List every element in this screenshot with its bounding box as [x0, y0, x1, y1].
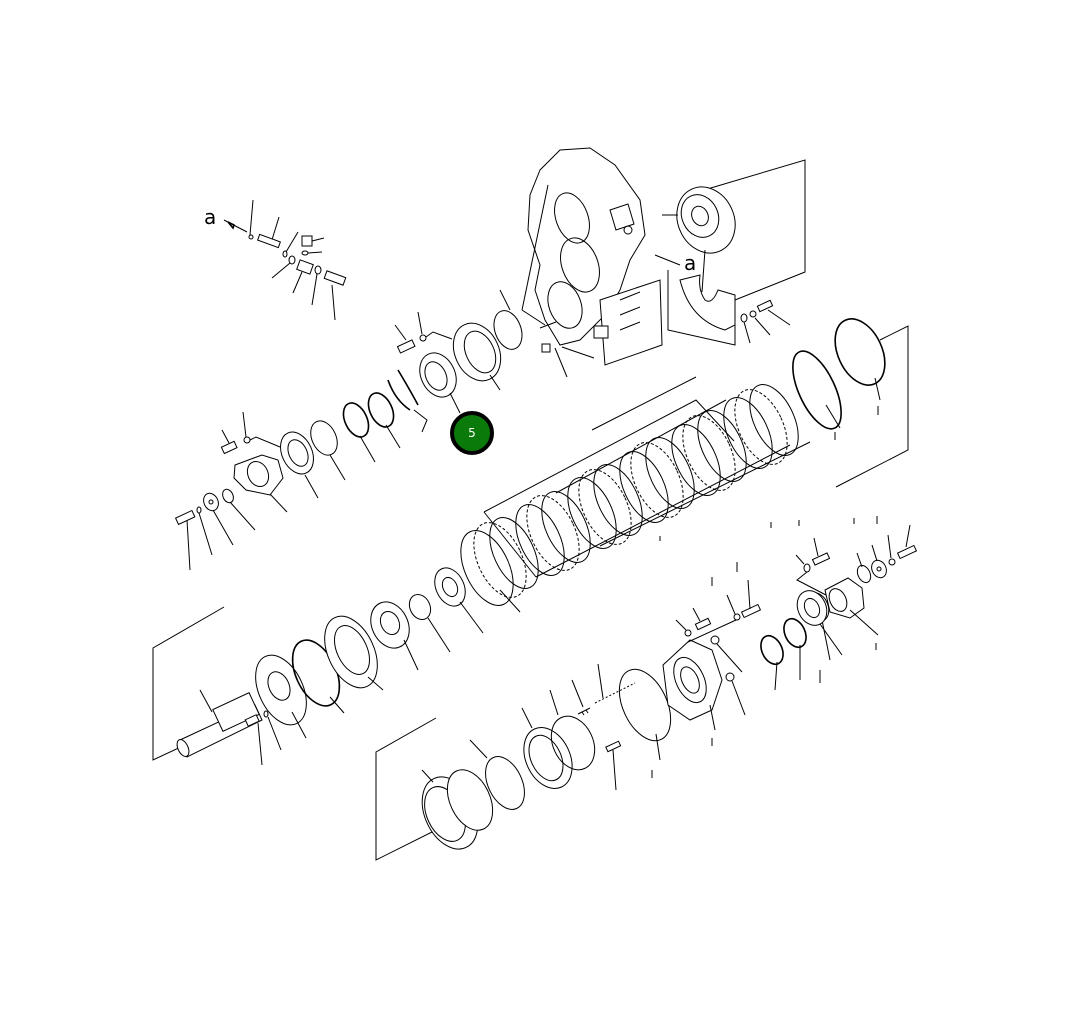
- transmission-case: [521, 147, 663, 378]
- clutch-plates: [460, 384, 799, 606]
- case-o-ring: [493, 289, 523, 350]
- piston-drum-group: [375, 663, 672, 861]
- index-tick-marks: [651, 406, 879, 778]
- clutch-pack: [460, 318, 909, 606]
- input-shaft-group: [152, 567, 521, 766]
- reference-label-a-right: a: [684, 251, 696, 275]
- callout-5-number: 5: [468, 426, 476, 440]
- bearing-bracket-group: a: [654, 159, 806, 346]
- callout-5[interactable]: 5: [450, 411, 494, 455]
- small-hardware-group: a: [204, 199, 347, 321]
- reference-label-a-left: a: [204, 205, 216, 229]
- front-carrier-group: [387, 311, 502, 433]
- output-yoke-group: [174, 392, 401, 571]
- carrier-flange-group: [662, 524, 918, 731]
